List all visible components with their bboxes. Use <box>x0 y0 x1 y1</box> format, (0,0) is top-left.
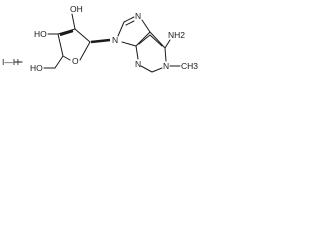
hydroxymethyl-label: HO <box>30 63 43 73</box>
n1-label: N <box>163 61 169 71</box>
ribose-bond-o-c4 <box>62 55 71 61</box>
hydroxyl-left-label: HO <box>34 29 47 39</box>
pyrimidine-n3-c2 <box>140 65 153 73</box>
pyrimidine-c2-n1 <box>151 67 163 73</box>
pyrimidine-c6-c5 <box>149 31 166 49</box>
pyrimidine-c4-n3 <box>135 45 139 60</box>
chemical-structure: I—H OH HO HO O N N N N NH2 CH3 <box>2 4 198 73</box>
n3-label: N <box>135 59 141 69</box>
imidazole-c4-n9 <box>121 41 137 47</box>
ribose-wedge-bond <box>59 29 74 37</box>
atom-labels: I—H OH HO HO O N N N N NH2 CH3 <box>2 4 198 73</box>
n7-label: N <box>135 11 141 21</box>
hydroxyl-top-label: OH <box>70 4 83 14</box>
bonds <box>13 13 181 73</box>
amino-label: NH2 <box>168 30 185 40</box>
c4-c5-bond <box>54 55 64 69</box>
pyrimidine-c4-c5-double <box>138 34 151 45</box>
imidazole-n9-c8 <box>117 21 125 37</box>
c2-oh-bond <box>71 13 76 30</box>
pyrimidine-c6-c5-double <box>149 34 163 47</box>
ribose-bond-c2-c3 <box>57 28 76 35</box>
imidazole-n7-c5 <box>141 19 151 33</box>
ring-oxygen-label: O <box>72 56 79 66</box>
glycosidic-bond <box>90 38 111 44</box>
n9-label: N <box>112 35 118 45</box>
imidazole-c5-c4 <box>135 31 151 47</box>
imidazole-c8-n7-double <box>125 20 135 26</box>
salt-label: I—H <box>2 57 19 67</box>
ribose-bond-c4-c3 <box>57 33 64 57</box>
imidazole-c8-n7 <box>123 16 135 23</box>
pyrimidine-n1-c6 <box>164 47 167 62</box>
ribose-bond-c2-c1 <box>74 28 91 43</box>
methyl-label: CH3 <box>181 61 198 71</box>
ribose-bond-c1-o <box>79 41 91 61</box>
c6-nh2-bond <box>164 39 171 49</box>
